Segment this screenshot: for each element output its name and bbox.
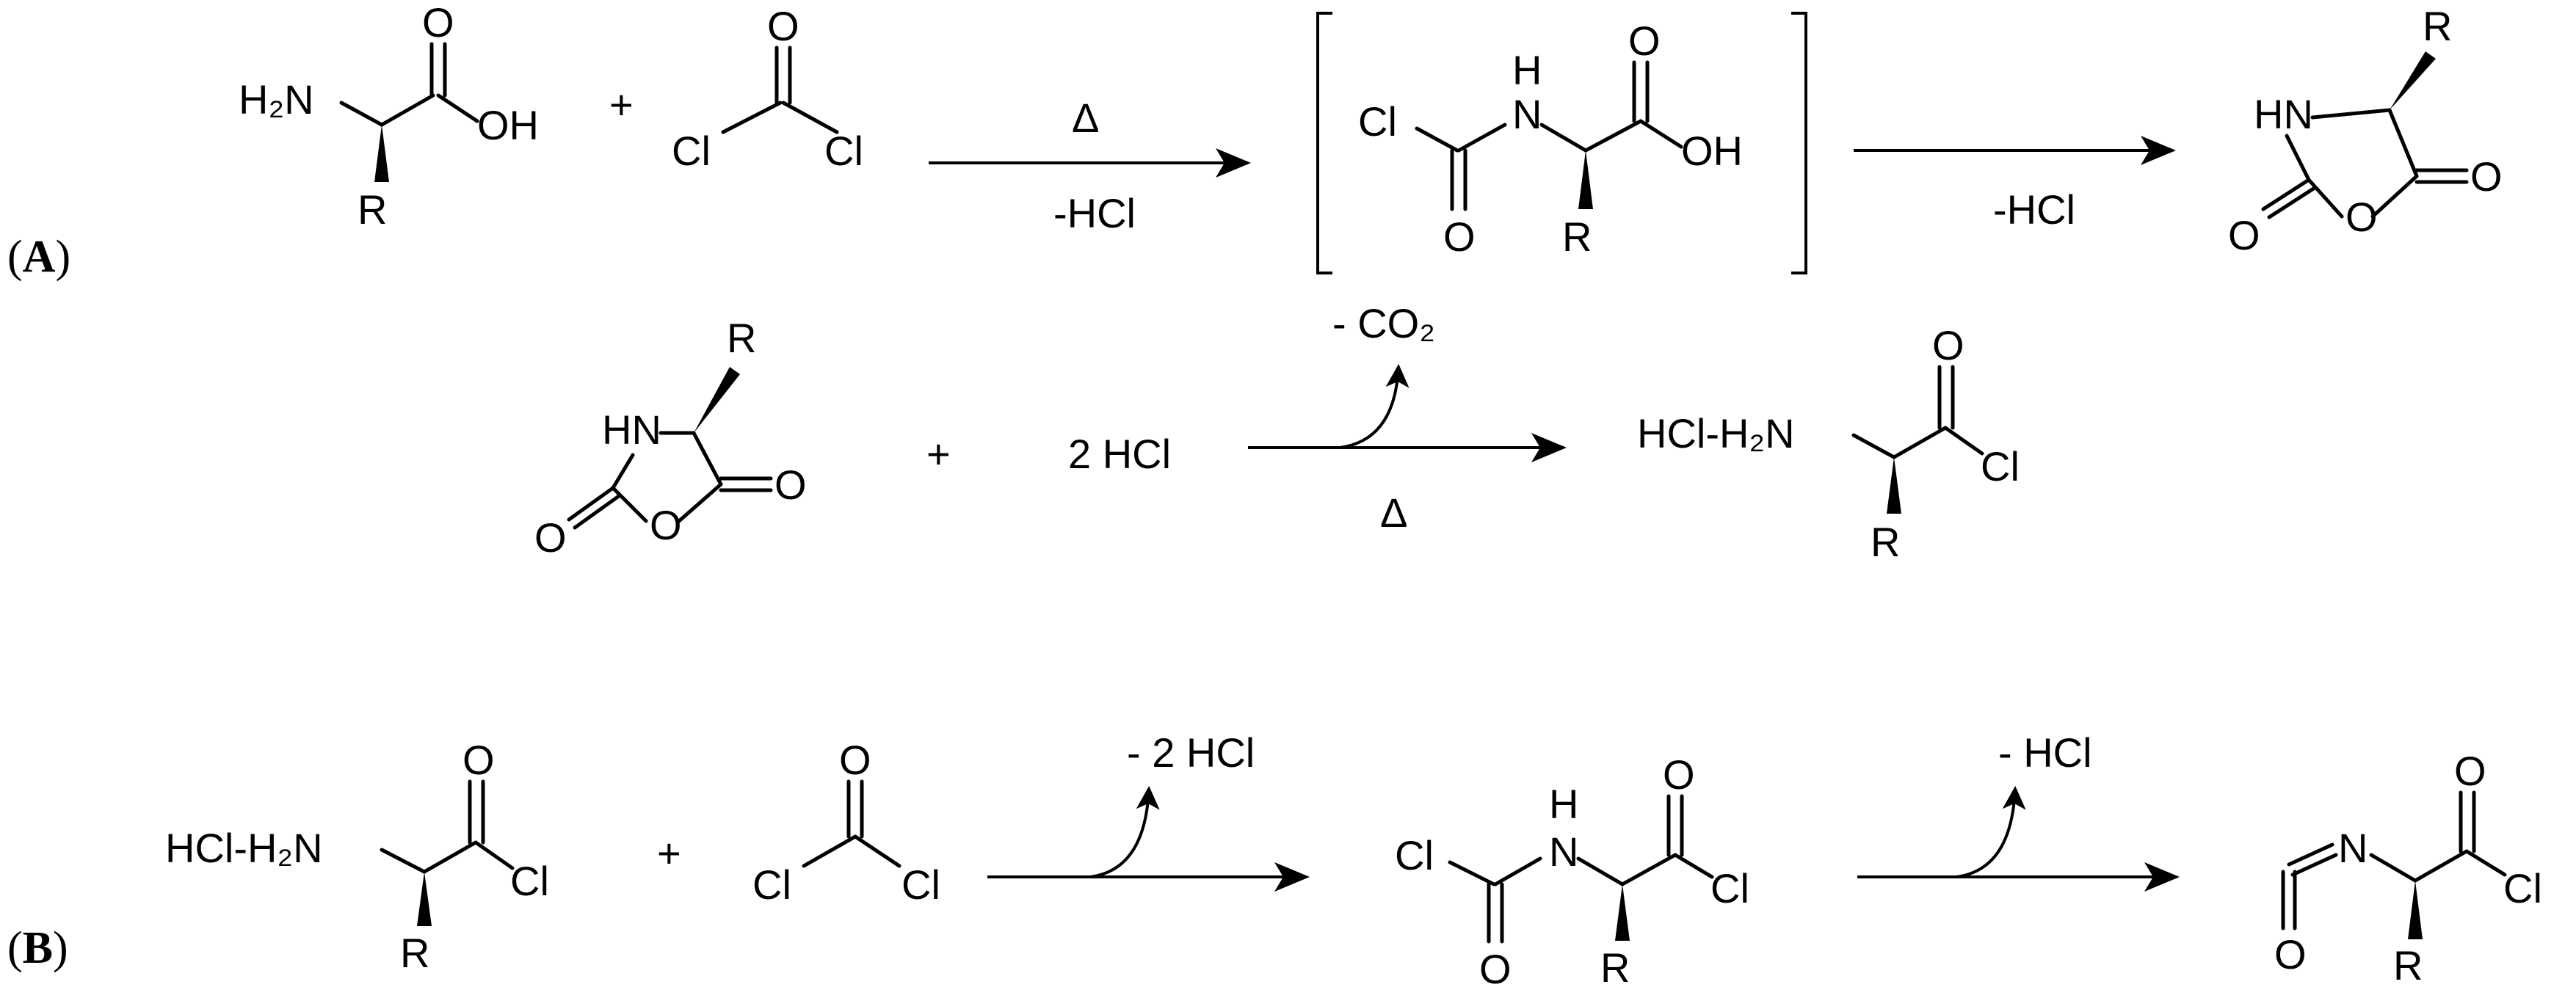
carbonyl-oxygen: O <box>2454 748 2486 794</box>
chlorine: Cl <box>2503 865 2542 911</box>
chlorine-right: Cl <box>824 128 863 174</box>
hcl-reagent: 2 HCl <box>1068 431 1171 477</box>
hcl-loss-condition: - HCl <box>1998 729 2092 776</box>
svg-text:(A): (A) <box>7 232 70 282</box>
carbonyl-oxygen: O <box>1479 946 1512 987</box>
amine-label: H₂N <box>239 76 314 123</box>
two-hcl-loss-condition: - 2 HCl <box>1127 729 1255 776</box>
plus-sign: + <box>657 830 681 876</box>
r-group: R <box>2393 942 2423 987</box>
carbonyl-oxygen: O <box>1443 214 1476 260</box>
panel-label-b: (B) <box>7 923 68 973</box>
chlorine-right: Cl <box>901 862 940 908</box>
stereo-wedge <box>417 872 432 926</box>
carbonyl-oxygen: O <box>767 3 799 49</box>
ring-nh: HN <box>2254 91 2313 137</box>
amino-acid-chloride-salt: HCl-H₂N O Cl R <box>1637 322 2020 565</box>
stereo-wedge <box>694 367 740 433</box>
hcl-loss-condition: -HCl <box>1993 186 2075 233</box>
isocyanate-acid-chloride: N O O Cl R <box>2274 748 2542 987</box>
plus-sign: + <box>609 81 634 128</box>
chlorine: Cl <box>510 858 549 904</box>
carbonyl-oxygen: O <box>839 737 871 783</box>
carbonyl-oxygen: O <box>534 514 567 561</box>
ring-oxygen: O <box>650 502 682 548</box>
r-group: R <box>358 186 387 233</box>
imide-hydrogen: H <box>1549 781 1578 827</box>
panel-label-a: (A) <box>7 232 70 282</box>
isocyanate-nitrogen: N <box>2338 825 2368 871</box>
chlorine-left: Cl <box>752 862 791 908</box>
reaction-arrow: - 2 HCl <box>987 729 1310 892</box>
oxazolidinedione-reactant: R HN O O O <box>534 315 807 561</box>
ring-nh: HN <box>602 407 661 453</box>
heat-condition: Δ <box>1380 489 1407 536</box>
reaction-arrow: - CO₂ Δ <box>1248 300 1567 536</box>
r-group: R <box>1562 214 1592 260</box>
amino-acid: H₂N O OH R <box>239 0 539 233</box>
acid-carbonyl-oxygen: O <box>1663 751 1695 798</box>
chlorine: Cl <box>1395 832 1434 878</box>
co2-loss-condition: - CO₂ <box>1332 300 1435 346</box>
carbonyl-oxygen: O <box>2228 212 2260 258</box>
carbonyl-oxygen: O <box>422 0 454 45</box>
carbonyl-oxygen: O <box>2470 153 2503 200</box>
chlorine: Cl <box>1358 98 1397 145</box>
amide-nitrogen: N <box>1549 828 1578 875</box>
carbonyl-oxygen: O <box>462 737 495 783</box>
carbonyl-oxygen: O <box>1932 322 1964 368</box>
acid-carbonyl-oxygen: O <box>1628 18 1661 64</box>
hydroxyl-label: OH <box>477 102 539 148</box>
chlorine: Cl <box>1710 865 1749 911</box>
r-group: R <box>400 930 429 976</box>
r-group: R <box>1871 519 1900 565</box>
plus-sign: + <box>926 431 951 477</box>
r-group: R <box>1600 944 1630 987</box>
reaction-arrow: Δ -HCl <box>929 95 1251 236</box>
oxazolidinedione-product: R HN O O O <box>2228 3 2503 258</box>
amide-nitrogen: N <box>1512 91 1542 137</box>
r-group: R <box>2423 3 2452 49</box>
reaction-arrow: - HCl <box>1857 729 2180 892</box>
amino-acid-chloride-salt: HCl-H₂N O Cl R <box>165 737 549 976</box>
stereo-wedge <box>2390 51 2436 110</box>
carbamoyl-chloride-intermediate: Cl O H N O Cl R <box>1395 751 1749 987</box>
isocyanate-oxygen: O <box>2274 931 2307 977</box>
stereo-wedge <box>1578 150 1593 209</box>
stereo-wedge <box>1615 884 1630 941</box>
r-group: R <box>727 315 756 361</box>
stereo-wedge <box>2408 881 2423 939</box>
amine-hcl-label: HCl-H₂N <box>165 825 323 871</box>
amine-hcl-label: HCl-H₂N <box>1637 410 1795 456</box>
stereo-wedge <box>1887 457 1901 514</box>
phosgene: Cl O Cl <box>672 3 863 174</box>
chlorine-left: Cl <box>672 128 711 174</box>
reaction-arrow: -HCl <box>1854 136 2176 233</box>
ring-oxygen: O <box>2345 194 2378 240</box>
imide-hydrogen: H <box>1512 47 1542 93</box>
svg-text:(B): (B) <box>7 923 68 973</box>
carbamoyl-intermediate: Cl O H N O OH R <box>1316 12 1807 274</box>
heat-condition: Δ <box>1072 95 1099 141</box>
phosgene: Cl O Cl <box>752 737 940 908</box>
hydroxyl-label: OH <box>1681 128 1743 174</box>
carbonyl-oxygen: O <box>774 462 807 508</box>
stereo-wedge <box>374 125 389 182</box>
chlorine: Cl <box>1981 443 2020 489</box>
hcl-loss-condition: -HCl <box>1053 190 1136 236</box>
